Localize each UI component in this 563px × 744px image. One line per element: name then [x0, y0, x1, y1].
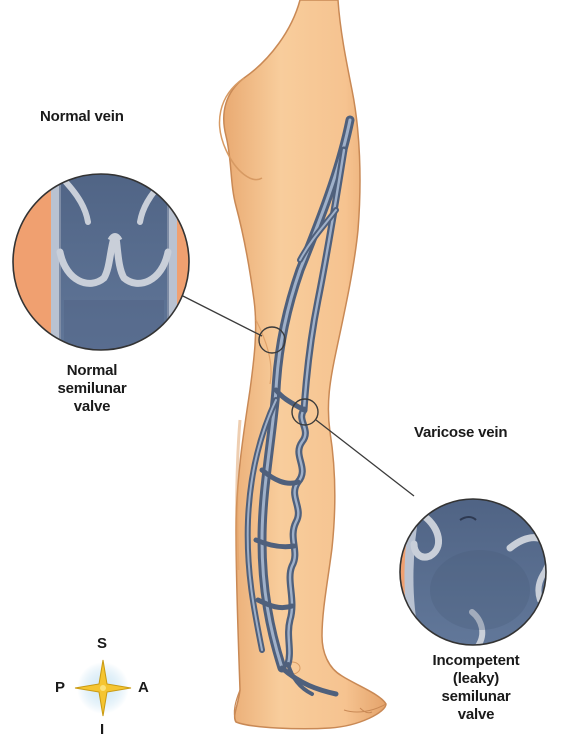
normal-valve-label-line3: valve [44, 398, 140, 416]
compass-posterior-label: P [55, 680, 65, 696]
varicose-vein-inset [400, 496, 560, 650]
compass-inferior-label: I [100, 722, 104, 738]
normal-valve-label-line1: Normal [44, 362, 140, 380]
compass-anterior-label: A [138, 680, 149, 696]
normal-valve-label-line2: semilunar [44, 380, 140, 398]
leg [220, 0, 386, 729]
normal-vein-leader [175, 292, 262, 336]
normal-vein-label: Normal vein [40, 108, 124, 126]
incompetent-label-line1: Incompetent [418, 652, 534, 670]
normal-vein-inset [13, 160, 189, 370]
incompetent-label-line2: (leaky) [418, 670, 534, 688]
incompetent-label-line4: valve [418, 706, 534, 724]
compass-rose [75, 660, 131, 716]
incompetent-valve-label: Incompetent (leaky) semilunar valve [418, 652, 534, 724]
compass-superior-label: S [97, 636, 107, 652]
varicose-vein-label: Varicose vein [414, 424, 507, 442]
incompetent-label-line3: semilunar [418, 688, 534, 706]
normal-valve-label: Normal semilunar valve [44, 362, 140, 416]
